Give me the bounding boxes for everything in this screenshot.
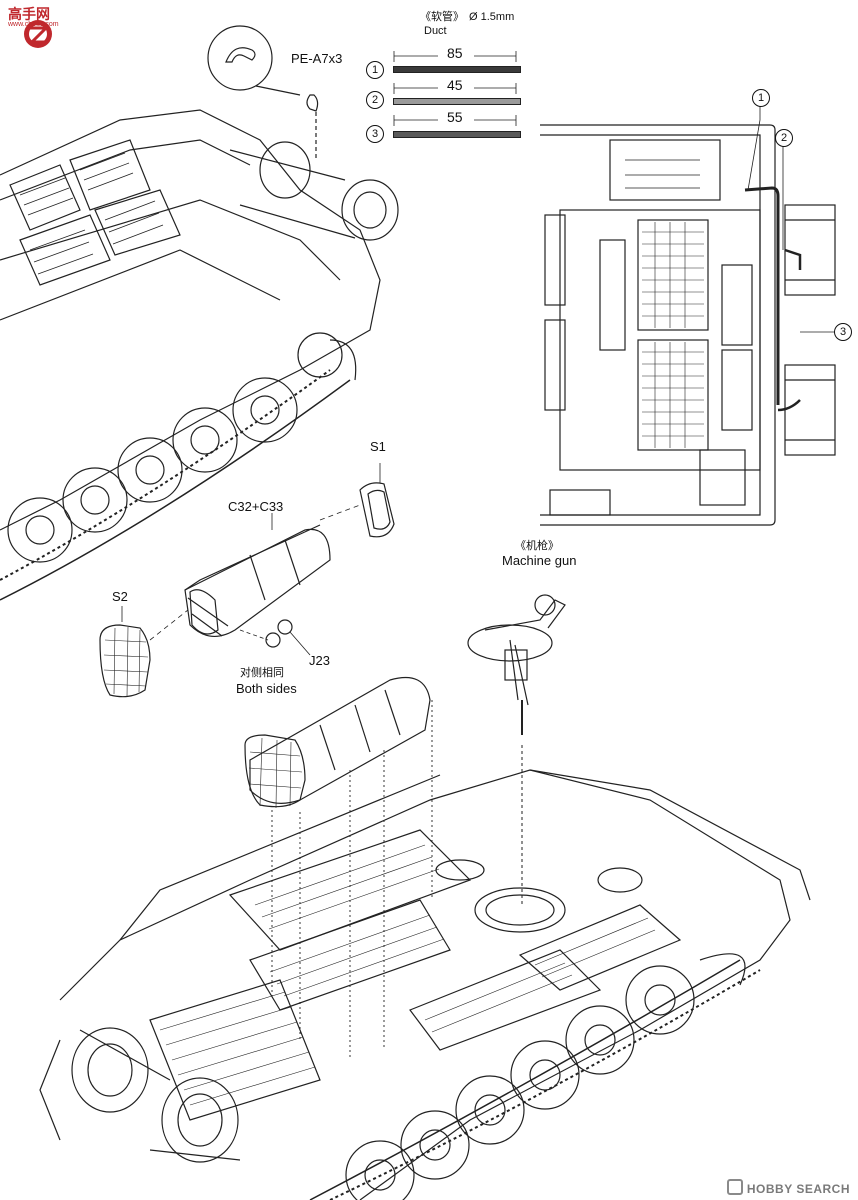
label-s2: S2 <box>112 589 128 604</box>
duct-segment-length: 45 <box>447 77 463 93</box>
label-pe-a7: PE-A7x3 <box>291 51 343 66</box>
exploded-duct-assembly <box>99 463 395 698</box>
watermark-site-url: www.chouc.com <box>8 21 59 28</box>
duct-segment-id: 1 <box>366 61 384 79</box>
upper-tank-hull <box>0 109 399 601</box>
duct-title-en: Duct <box>424 25 447 37</box>
duct-title-cn: 《软管》 <box>420 11 464 23</box>
duct-segment-length: 85 <box>447 45 463 61</box>
label-both-sides-cn: 对侧相同 <box>240 667 284 679</box>
label-j23: J23 <box>309 653 330 668</box>
hobby-search-watermark: HOBBY SEARCH <box>726 1179 850 1196</box>
duct-segment-bar <box>393 131 521 138</box>
detail-callout: 3 <box>834 323 852 341</box>
hobby-search-brand: HOBBY SEARCH <box>746 1182 850 1196</box>
machine-gun-assembly <box>467 594 566 905</box>
duct-dimension-arrows <box>393 51 517 126</box>
duct-segment-bar <box>393 98 521 105</box>
lower-tank-hull <box>39 676 811 1200</box>
duct-segment-id: 2 <box>366 91 384 109</box>
duct-segment-id: 3 <box>366 125 384 143</box>
label-c32-c33: C32+C33 <box>228 499 284 514</box>
machine-gun-label-cn: 《机枪》 <box>515 540 559 552</box>
watermark-logo: 高手网 www.chouc.com <box>6 4 76 50</box>
machine-gun-label: Machine gun <box>502 553 577 568</box>
duct-segment-bar <box>393 66 521 73</box>
detail-callout: 2 <box>775 129 793 147</box>
hobby-search-logo-icon <box>726 1179 743 1195</box>
label-both-sides: Both sides <box>236 681 297 696</box>
rear-detail-view <box>540 104 836 526</box>
detail-callout: 1 <box>752 89 770 107</box>
duct-segment-length: 55 <box>447 109 463 125</box>
label-s1: S1 <box>370 439 386 454</box>
pe-a7-callout <box>207 25 319 160</box>
duct-diameter: Ø 1.5mm <box>469 11 515 23</box>
watermark-site-name: 高手网 <box>8 6 50 22</box>
